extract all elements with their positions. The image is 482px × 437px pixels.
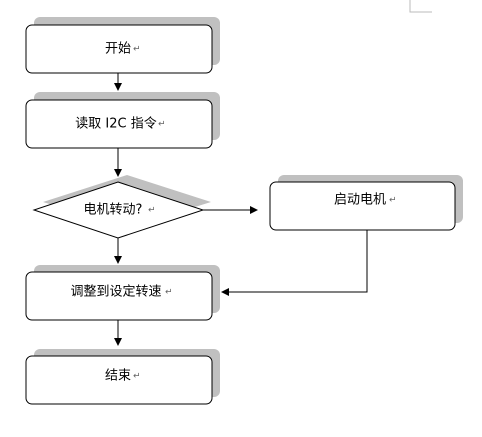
adjust-speed-label: 调整到设定转速	[70, 285, 161, 300]
arrow-motor-to-adjust	[221, 230, 368, 296]
start-para-mark: ↵	[133, 45, 141, 55]
adjust-speed-para-mark: ↵	[165, 288, 173, 298]
start-motor-node: 启动电机 ↵	[269, 175, 463, 231]
read-i2c-node: 读取 I2C 指令 ↵	[25, 92, 220, 149]
decision-label: 电机转动?	[84, 203, 143, 218]
adjust-speed-node: 调整到设定转速 ↵	[25, 265, 220, 321]
start-motor-label: 启动电机	[334, 193, 386, 208]
start-node: 开始 ↵	[25, 17, 220, 74]
decision-para-mark: ↵	[148, 206, 156, 216]
start-motor-para-mark: ↵	[389, 196, 397, 206]
end-para-mark: ↵	[133, 372, 141, 382]
end-label: 结束	[105, 369, 131, 384]
end-node: 结束 ↵	[25, 349, 220, 405]
read-i2c-label: 读取 I2C 指令	[75, 117, 156, 132]
decision-node: 电机转动? ↵	[32, 175, 211, 239]
read-i2c-para-mark: ↵	[158, 120, 166, 130]
page-corner-mark	[409, 0, 432, 13]
start-label: 开始	[105, 42, 131, 57]
